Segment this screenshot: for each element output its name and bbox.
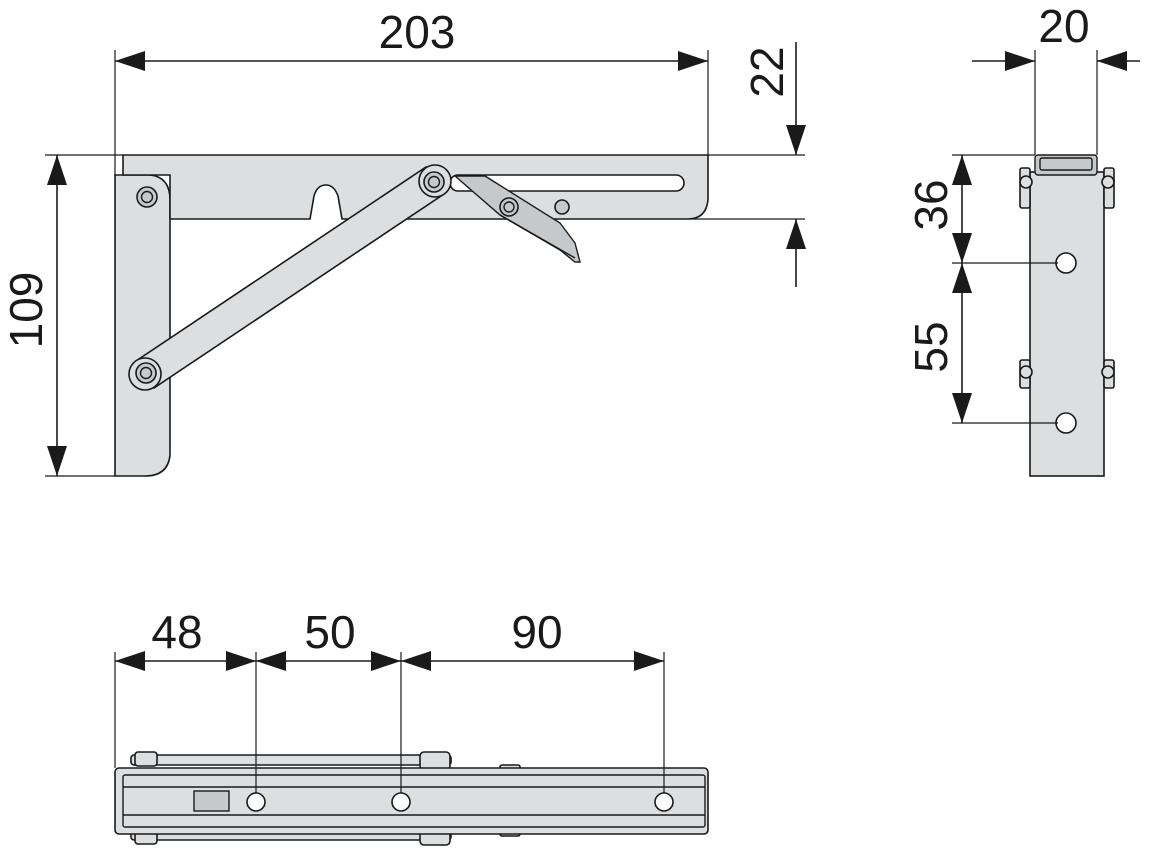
side-hole-lower [1055, 412, 1077, 434]
pivot-pin-lever [499, 197, 519, 217]
dim-width-label: 20 [1038, 0, 1089, 52]
bottom-latch [193, 790, 230, 812]
dim-total-height: 109 [0, 154, 123, 477]
pivot-pin-lower [135, 362, 157, 384]
wall-plate [114, 174, 171, 477]
bottom-hole-2 [391, 792, 411, 812]
dim-side-holes: 36 55 [905, 154, 1058, 424]
dim-arm-height-label: 22 [741, 46, 793, 97]
dim-total-height-label: 109 [0, 272, 52, 349]
dim-hole-spacing-2-label: 90 [511, 606, 562, 658]
dim-length: 203 [114, 6, 709, 175]
bottom-view [114, 751, 709, 846]
bottom-hole-1 [246, 792, 266, 812]
dim-width: 20 [972, 0, 1140, 155]
bottom-hole-3 [654, 792, 674, 812]
dim-length-label: 203 [379, 6, 456, 58]
dim-bottom-holes: 48 50 90 [114, 606, 665, 793]
front-view [114, 154, 709, 477]
side-view [1019, 154, 1115, 477]
dim-hole-offset-first-label: 48 [151, 606, 202, 658]
pivot-pin-top-left [136, 186, 158, 208]
dim-arm-height: 22 [690, 42, 806, 287]
stop-pin [554, 199, 570, 215]
dim-hole-offset-top-label: 36 [905, 179, 957, 230]
pivot-pin-upper [423, 171, 445, 193]
bottom-channel [114, 767, 709, 835]
dim-hole-spacing-1-label: 50 [304, 606, 355, 658]
side-hole-upper [1055, 252, 1077, 274]
dim-hole-spacing-side-label: 55 [905, 321, 957, 372]
